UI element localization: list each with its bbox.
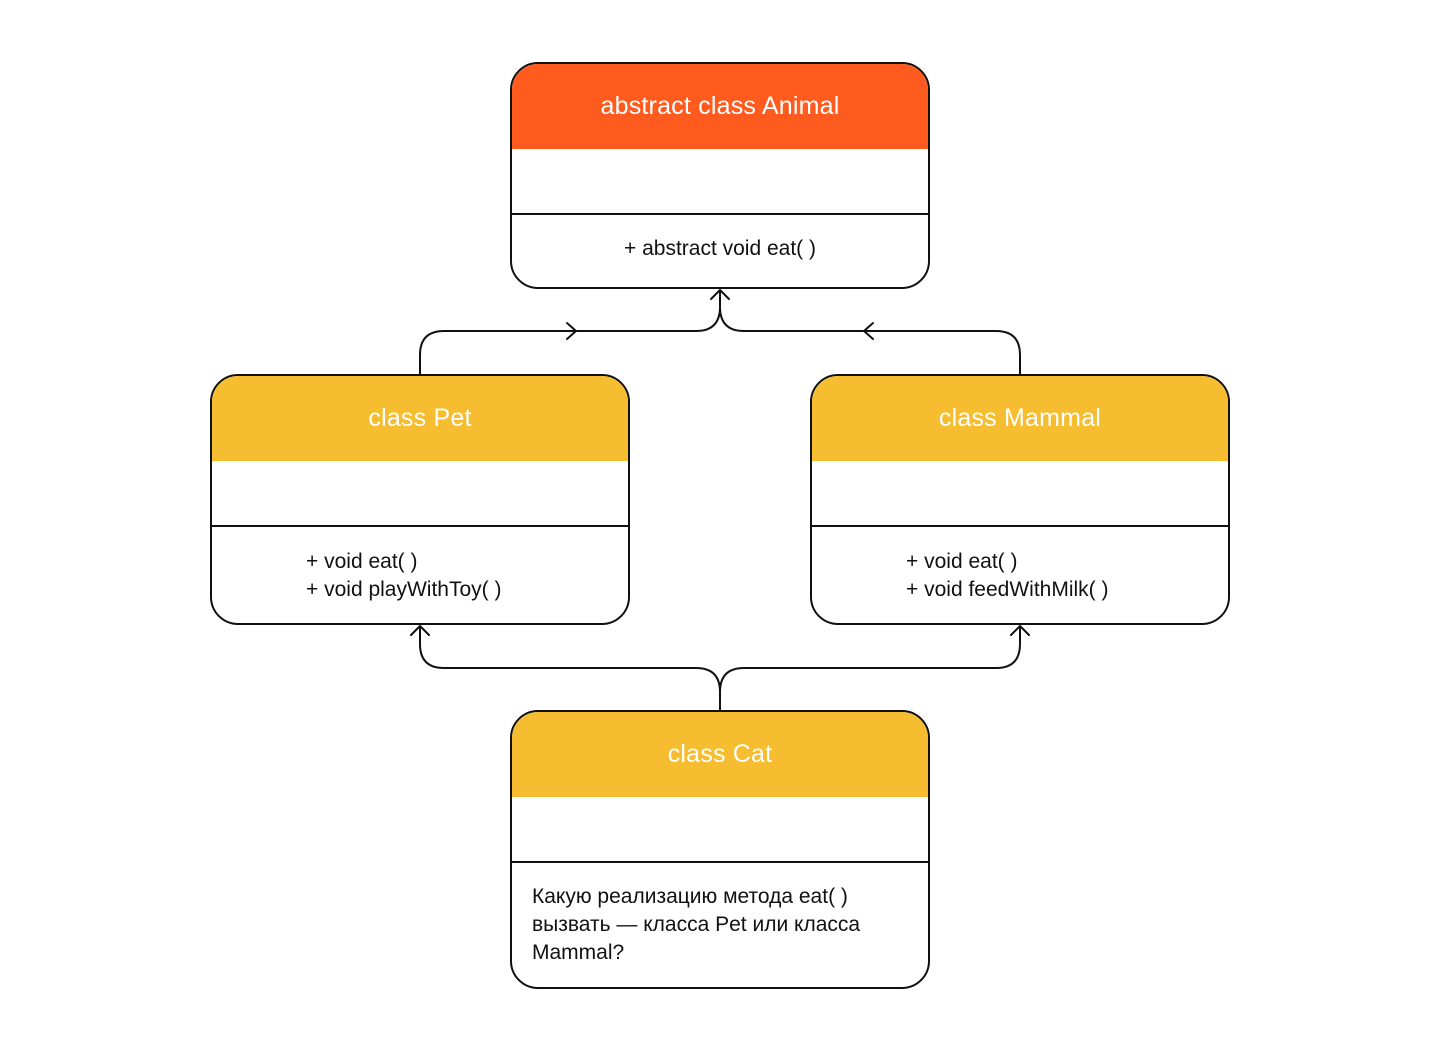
connector-cat-to-pet [419,626,721,711]
class-methods-mammal: + void eat( ) + void feedWithMilk( ) [812,527,1228,604]
class-box-mammal: class Mammal + void eat( ) + void feedWi… [810,374,1230,625]
class-box-cat: class Cat Какую реализацию метода eat( )… [510,710,930,989]
arrowhead-animal [710,289,730,300]
class-title-cat: class Cat [667,740,773,768]
method-line: + void playWithToy( ) [306,578,502,601]
connector-cat-to-mammal [719,626,1021,693]
method-line: + void feedWithMilk( ) [906,578,1109,601]
class-header-mammal: class Mammal [812,376,1228,461]
class-fields-animal [512,149,928,215]
class-header-animal: abstract class Animal [512,64,928,149]
class-methods-animal: + abstract void eat( ) [512,215,928,263]
method-line: + void eat( ) [906,550,1018,573]
method-line: + void eat( ) [306,550,418,573]
class-box-pet: class Pet + void eat( ) + void playWithT… [210,374,630,625]
class-title-pet: class Pet [368,404,472,432]
arrowhead-pet [410,625,430,636]
class-fields-pet [212,461,628,527]
chevron-left-icon [863,322,874,340]
connector-pet-to-animal [419,290,721,375]
class-fields-mammal [812,461,1228,527]
chevron-right-icon [566,322,577,340]
arrowhead-mammal [1010,625,1030,636]
class-header-pet: class Pet [212,376,628,461]
method-line: + abstract void eat( ) [623,237,816,260]
connector-mammal-to-animal [719,306,1021,375]
class-fields-cat [512,797,928,863]
class-methods-pet: + void eat( ) + void playWithToy( ) [212,527,628,604]
class-box-animal: abstract class Animal + abstract void ea… [510,62,930,289]
class-note-cat: Какую реализацию метода eat( ) вызвать —… [532,885,861,964]
class-title-mammal: class Mammal [938,404,1102,432]
class-title-animal: abstract class Animal [600,92,840,120]
class-header-cat: class Cat [512,712,928,797]
